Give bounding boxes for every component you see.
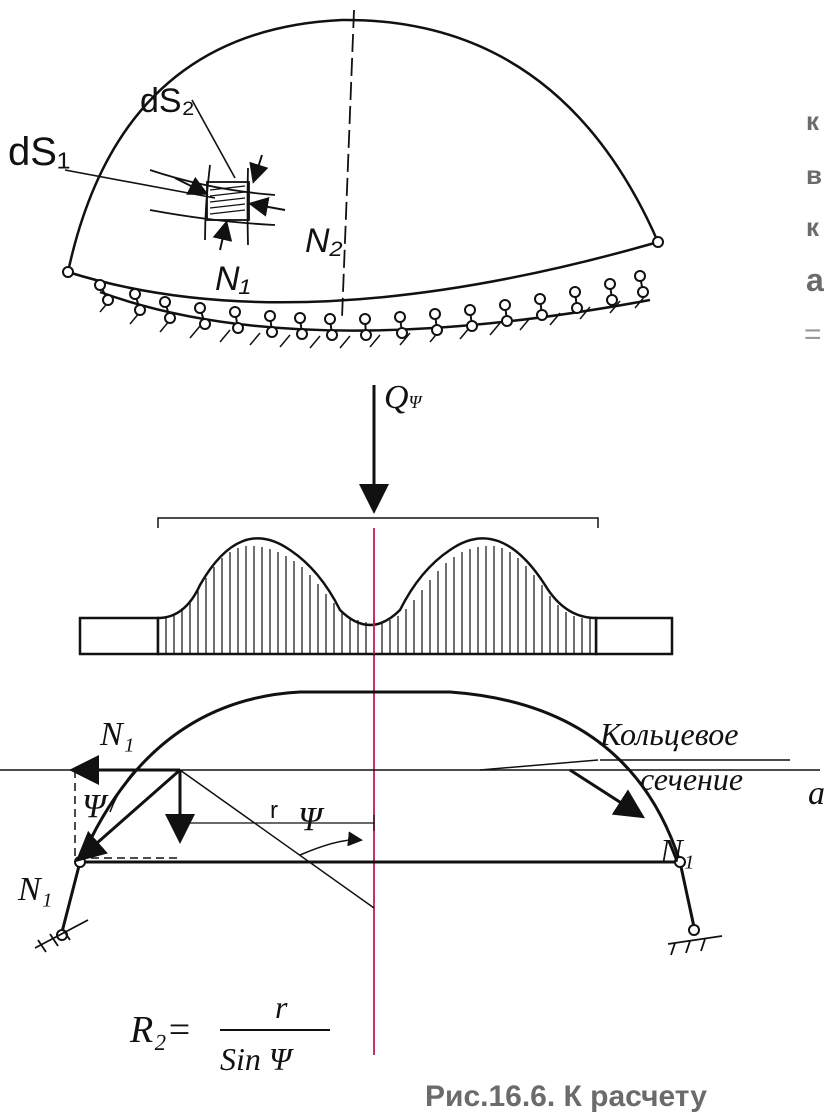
arch-left-leg xyxy=(60,861,82,933)
ground-hatching xyxy=(99,295,646,349)
load-bracket xyxy=(157,517,599,528)
arch-right-leg xyxy=(678,861,696,928)
dS2-label: dS₂ xyxy=(140,82,195,120)
support-hinges xyxy=(62,236,664,341)
dS1-leader xyxy=(64,169,216,199)
dS1-label: dS₁ xyxy=(8,130,70,174)
r-label: r xyxy=(270,797,278,824)
load-Q-label: QΨ xyxy=(384,379,424,416)
hinge-right xyxy=(674,856,686,868)
psi-arc-left xyxy=(109,769,136,813)
side-text-2: в xyxy=(806,160,822,190)
N1-left-top-label: N₁ xyxy=(99,716,135,753)
support-right xyxy=(688,924,700,936)
formula-denominator: Sin Ψ xyxy=(220,1041,294,1077)
N2-label: N₂ xyxy=(305,222,343,260)
N1-right-label: N₁ xyxy=(659,833,695,870)
radius-line xyxy=(179,769,375,909)
left-block xyxy=(78,616,160,656)
right-support-hatch xyxy=(667,935,723,956)
N1-right-tangent xyxy=(569,768,646,819)
N1-left-bottom-label: N₁ xyxy=(17,871,53,908)
side-text-5: = xyxy=(804,318,822,351)
dome-axis xyxy=(341,9,355,319)
formula-lhs: R₂= xyxy=(129,1009,192,1051)
figure-caption: Рис.16.6. К расчету xyxy=(425,1080,707,1113)
load-figure xyxy=(78,385,674,1055)
N1-label-top: N₁ xyxy=(215,260,250,298)
left-support-hatch xyxy=(34,919,89,953)
support-links xyxy=(99,275,644,336)
element-force-arrows xyxy=(174,154,286,251)
a-label: a xyxy=(808,775,825,812)
dome-figure xyxy=(62,9,664,349)
radius-formula: R₂= r Sin Ψ xyxy=(129,989,330,1077)
psi-left-label: Ψ xyxy=(82,788,109,825)
dS2-leader xyxy=(191,99,236,179)
ring-label-1: Кольцевое xyxy=(599,716,738,752)
shell-element xyxy=(149,164,276,246)
profile-hatching xyxy=(165,546,591,654)
psi-arc-center xyxy=(299,831,363,856)
N1-left-tangent xyxy=(75,768,181,862)
dome-outline xyxy=(66,18,660,273)
ring-leader xyxy=(479,759,599,771)
side-text-3: к xyxy=(806,212,820,242)
side-text-4: а xyxy=(806,262,824,298)
ring-label-2: сечение xyxy=(640,761,743,797)
pressure-profile xyxy=(156,537,598,656)
support-ground xyxy=(99,290,651,332)
psi-center-label: Ψ xyxy=(298,801,325,838)
arch-figure xyxy=(0,690,820,956)
right-block xyxy=(594,616,674,656)
formula-numerator: r xyxy=(275,989,288,1025)
side-text-1: к xyxy=(806,106,820,136)
force-parallelogram xyxy=(74,770,180,859)
